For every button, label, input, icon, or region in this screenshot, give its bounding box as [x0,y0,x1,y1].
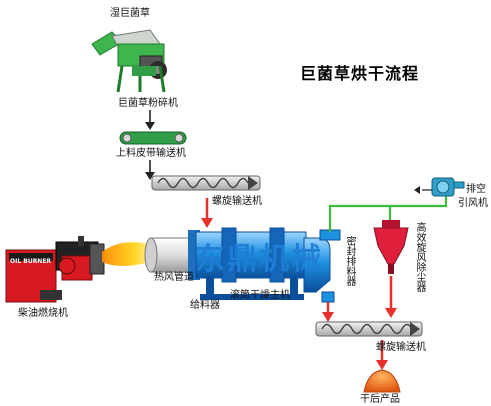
label-hot-air-pipe: 热风管道 [154,272,194,283]
screw-conveyor-top [151,175,261,191]
burner-tag: OIL BURNER [10,258,52,265]
belt-conveyor [119,131,187,145]
hot-air-pipe [144,237,195,273]
arrow-shredder-to-belt [145,110,155,130]
label-screw-conveyor-top: 螺旋输送机 [212,196,262,207]
rotary-dryer [188,227,341,303]
label-belt-conveyor: 上料皮带输送机 [116,148,186,159]
label-screw-conveyor-bottom: 螺旋输送机 [376,342,426,353]
arrow-screw-to-product [376,340,388,370]
label-burner: 柴油燃烧机 [18,308,68,319]
arrow-screw-to-feeder [201,198,213,228]
arrow-belt-to-screw [145,160,155,180]
cyclone-separator [373,220,409,274]
shredder-machine [91,29,167,93]
arrow-cyclone-to-screw [385,276,397,318]
label-sealed-discharge: 密封排料器 [344,236,355,286]
label-feeder: 给料器 [190,300,220,311]
label-induced-fan: 引风机 [458,198,488,209]
arrow-fan-to-exhaust [414,186,432,194]
diagram-title: 巨菌草烘干流程 [300,64,420,83]
watermark: 东鼎机械 [195,242,323,277]
label-wet-grass: 湿巨菌草 [110,8,150,19]
flame [102,242,155,266]
induced-draft-fan [431,177,465,197]
label-shredder: 巨菌草粉碎机 [118,98,178,109]
arrow-discharge-to-screw [322,302,334,322]
air-duct [328,192,448,232]
screw-conveyor-bottom [315,321,423,337]
label-exhaust: 排空 [466,184,486,195]
label-dryer: 滚筒干燥主机 [230,290,290,301]
label-product: 干后产品 [360,394,400,405]
dried-product-pile [363,369,401,393]
diesel-burner [5,236,105,303]
label-cyclone: 高效旋风除尘器 [414,222,425,292]
